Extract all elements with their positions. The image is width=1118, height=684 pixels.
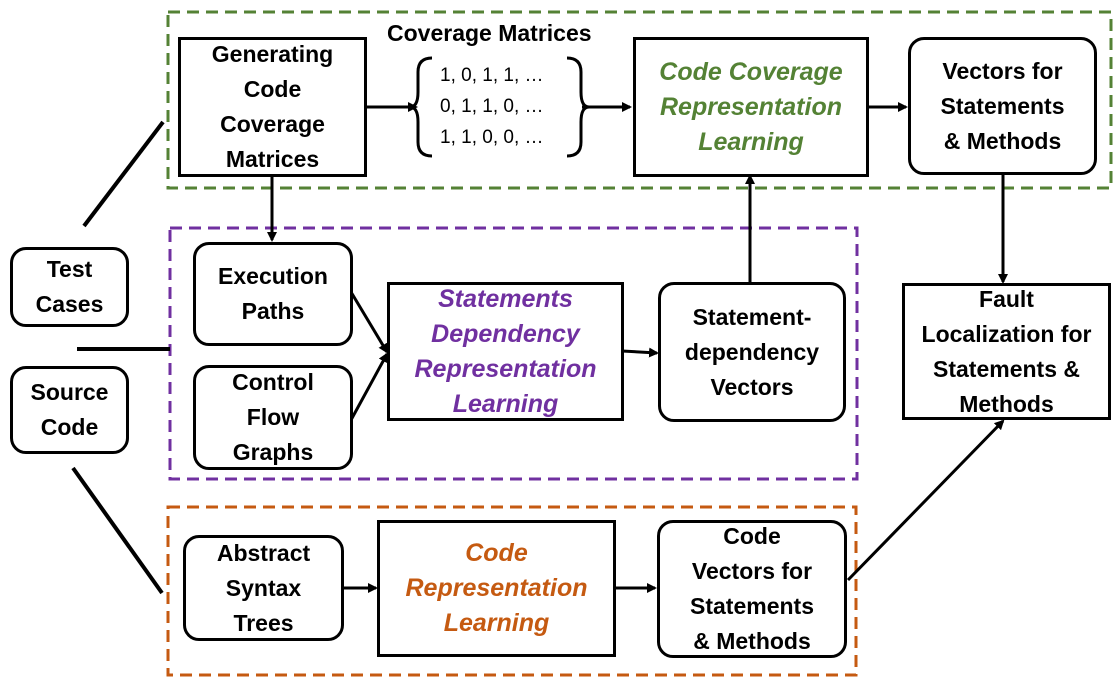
arrow-code-row-to-fault-localization	[846, 419, 1005, 582]
execution-paths-box: Execution Paths	[193, 242, 353, 346]
test-cases-label: Test Cases	[35, 256, 104, 317]
execution-paths-label: Execution Paths	[218, 263, 328, 324]
dependency-region-border	[168, 226, 859, 481]
coverage-learning-box: Code Coverage Representation Learning	[633, 37, 869, 177]
fault-localization-box: Fault Localization for Statements & Meth…	[902, 283, 1111, 420]
ast-box: Abstract Syntax Trees	[183, 535, 344, 641]
dependency-vectors-box: Statement- dependency Vectors	[658, 282, 846, 422]
code-region-border	[166, 505, 858, 677]
input-line-to-coverage	[82, 120, 165, 228]
matrix-right-brace	[566, 56, 590, 158]
code-learning-box: Code Representation Learning	[377, 520, 616, 657]
control-flow-box: Control Flow Graphs	[193, 365, 353, 470]
test-cases-box: Test Cases	[10, 247, 129, 327]
source-code-label: Source Code	[30, 379, 109, 440]
coverage-matrix-values: 1, 0, 1, 1, … 0, 1, 1, 0, … 1, 1, 0, 0, …	[440, 65, 544, 148]
input-line-to-code	[71, 466, 164, 595]
dependency-learning-box: Statements Dependency Representation Lea…	[387, 282, 624, 421]
code-vectors-label: Code Vectors for Statements & Methods	[690, 523, 814, 654]
arrow-controlflow-to-dependency-learning	[349, 352, 389, 421]
generating-coverage-label: Generating Code Coverage Matrices	[211, 41, 334, 172]
arrow-dependency-learning-to-vectors	[621, 347, 659, 358]
ast-label: Abstract Syntax Trees	[216, 539, 311, 636]
coverage-vectors-box: Vectors for Statements & Methods	[908, 37, 1097, 175]
generating-coverage-box: Generating Code Coverage Matrices	[178, 37, 367, 177]
coverage-region-title: Coverage Matrices	[387, 20, 592, 46]
dependency-learning-label: Statements Dependency Representation Lea…	[414, 284, 597, 418]
coverage-vectors-label: Vectors for Statements & Methods	[940, 57, 1065, 154]
coverage-learning-label: Code Coverage Representation Learning	[659, 57, 843, 156]
code-vectors-box: Code Vectors for Statements & Methods	[657, 520, 847, 658]
code-learning-label: Code Representation Learning	[405, 539, 588, 637]
source-code-box: Source Code	[10, 366, 129, 454]
matrix-left-brace	[409, 56, 433, 158]
fault-localization-label: Fault Localization for Statements & Meth…	[921, 285, 1092, 417]
dependency-vectors-label: Statement- dependency Vectors	[684, 303, 820, 400]
arrow-execution-to-dependency-learning	[349, 291, 389, 354]
control-flow-label: Control Flow Graphs	[232, 369, 314, 465]
coverage-region-border	[166, 10, 1113, 190]
